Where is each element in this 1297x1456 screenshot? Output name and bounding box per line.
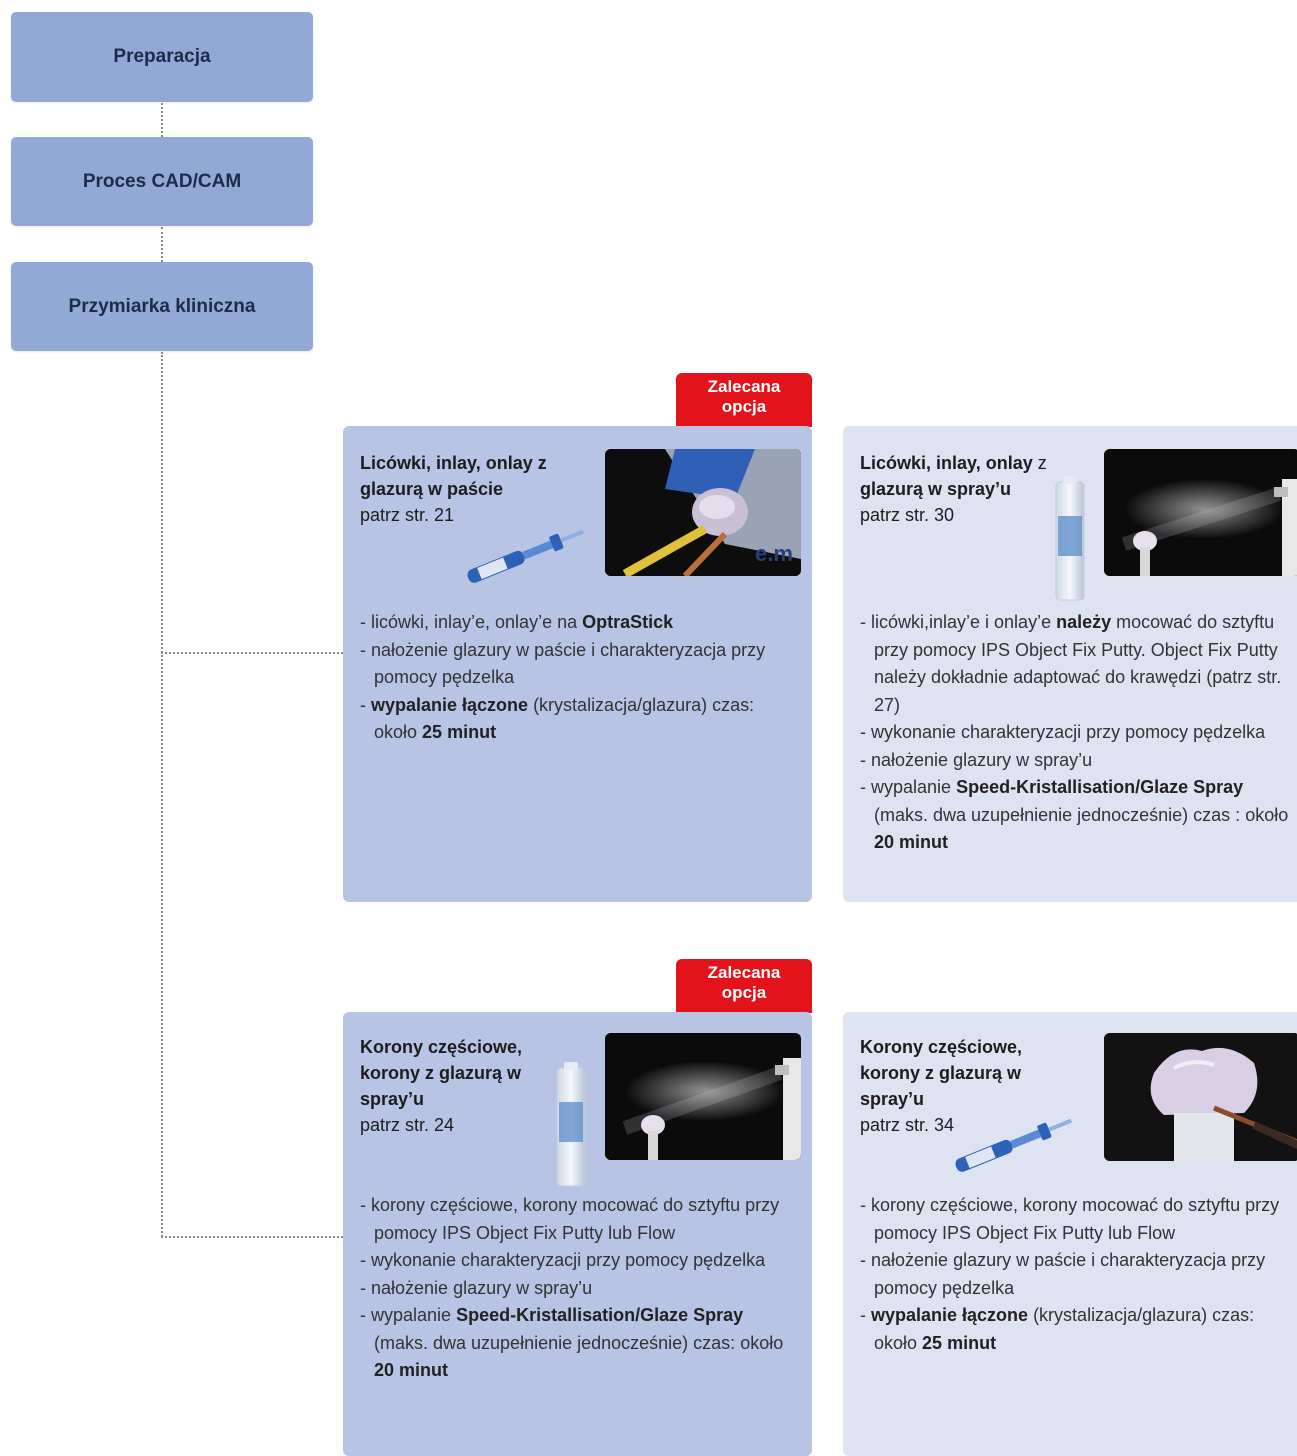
badge-line-2: opcja [721, 397, 767, 416]
card-crowns-spray: Korony częściowe, korony z glazurą w spr… [343, 1012, 812, 1456]
connector-1 [161, 103, 163, 137]
connector-branch-1 [161, 652, 343, 654]
list-item: - korony częściowe, korony mocować do sz… [860, 1195, 1280, 1243]
card-title: Licówki, inlay, onlay z glazurą w paście… [360, 453, 547, 525]
connector-branch-2 [161, 1236, 343, 1238]
list-item: - wykonanie charakteryzacji przy pomocy … [360, 1250, 766, 1270]
page-ref: patrz str. 34 [860, 1115, 955, 1135]
card-title: Korony częściowe, korony z glazurą w spr… [860, 1037, 1023, 1135]
card-title: Korony częściowe, korony z glazurą w spr… [360, 1037, 523, 1135]
step-przymiarka: Przymiarka kliniczna [11, 262, 313, 351]
list-item: - nałożenie glazury w spray’u [360, 1277, 593, 1298]
connector-2 [161, 227, 163, 262]
card-veneers-paste: Licówki, inlay, onlay z glazurą w paście… [343, 426, 812, 902]
recommended-badge: Zalecana opcja [676, 373, 812, 427]
glaze-spray-photo [1104, 449, 1297, 576]
step-preparacja: Preparacja [11, 12, 313, 102]
list-item: - wypalanie łączone (krystalizacja/glazu… [860, 1305, 1255, 1353]
list-item: - wypalanie Speed-Kristallisation/Glaze … [860, 777, 1289, 852]
badge-line-1: Zalecana [707, 377, 781, 396]
step-cad-cam: Proces CAD/CAM [11, 137, 313, 226]
page-ref: patrz str. 30 [860, 505, 955, 525]
connector-main [161, 352, 163, 1237]
card-veneers-spray: Licówki, inlay, onlay z glazurą w spray’… [843, 426, 1297, 902]
list-item: - licówki, inlay’e, onlay’e na OptraStic… [360, 612, 674, 632]
list-item: - wykonanie charakteryzacji przy pomocy … [860, 722, 1266, 742]
step-label: Preparacja [113, 46, 211, 67]
card-steps: - korony częściowe, korony mocować do sz… [360, 1192, 800, 1385]
list-item: - nałożenie glazury w spray’u [860, 749, 1093, 770]
step-label: Proces CAD/CAM [82, 170, 242, 192]
svg-text:e.m: e.m [755, 541, 793, 566]
list-item: - wypalanie łączone (krystalizacja/glazu… [360, 694, 755, 743]
page-ref: patrz str. 24 [360, 1115, 455, 1135]
card-title: Licówki, inlay, onlay z glazurą w spray’… [860, 453, 1047, 525]
crown-brush-photo [1104, 1033, 1297, 1161]
badge-line-2: opcja [721, 983, 767, 1002]
badge-line-1: Zalecana [707, 963, 781, 982]
card-steps: - korony częściowe, korony mocować do sz… [860, 1192, 1297, 1357]
card-steps: - licówki, inlay’e, onlay’e na OptraStic… [360, 609, 800, 747]
list-item: - korony częściowe, korony mocować do sz… [360, 1195, 780, 1243]
card-crowns-paste: Korony częściowe, korony z glazurą w spr… [843, 1012, 1297, 1456]
spray-can-icon [556, 1062, 586, 1187]
recommended-badge: Zalecana opcja [676, 959, 812, 1013]
list-item: - wypalanie Speed-Kristallisation/Glaze … [360, 1305, 784, 1380]
syringe-icon [467, 529, 584, 583]
page-ref: patrz str. 21 [360, 505, 455, 525]
spray-can-icon [1055, 476, 1085, 601]
card-steps: - licówki,inlay’e i onlay’e należy mocow… [860, 609, 1297, 857]
list-item: - nałożenie glazury w paście i charakter… [860, 1250, 1266, 1298]
optrastick-restoration-photo: e.m [605, 449, 801, 576]
glaze-spray-photo [605, 1033, 801, 1160]
syringe-icon [955, 1118, 1072, 1172]
list-item: - licówki,inlay’e i onlay’e należy mocow… [860, 612, 1282, 715]
step-label: Przymiarka kliniczna [68, 295, 256, 317]
list-item: - nałożenie glazury w paście i charakter… [360, 639, 766, 688]
